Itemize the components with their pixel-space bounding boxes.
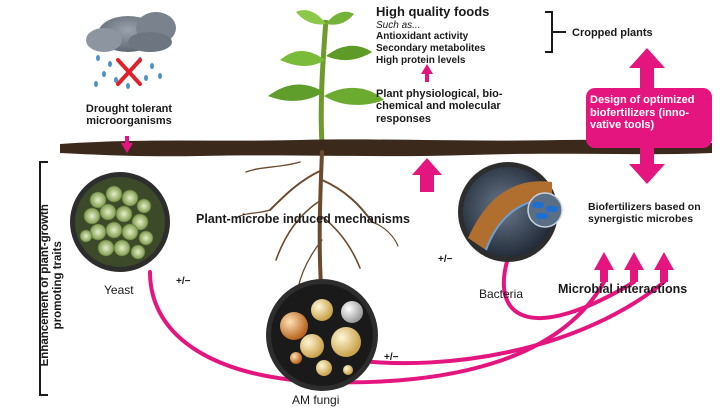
foods-title: High quality foods — [376, 5, 489, 20]
side-label: Enhancement of plant-growth promoting tr… — [39, 175, 65, 395]
storm-cloud-icon — [86, 12, 176, 89]
foods-item-3: High protein levels — [376, 55, 465, 66]
bacteria-image — [458, 162, 562, 262]
cropped-bracket — [545, 12, 566, 52]
am-fungi-label: AM fungi — [292, 394, 339, 407]
bacteria-label: Bacteria — [479, 288, 523, 301]
yeast-label: Yeast — [104, 284, 134, 297]
responses-label: Plant physiological, bio-chemical and mo… — [376, 88, 526, 125]
plant-seedling-icon — [268, 10, 384, 144]
arrow-responses-up-icon — [421, 64, 433, 82]
bacteria-plusminus: +/− — [438, 254, 452, 265]
plant-roots — [236, 152, 398, 300]
mechanisms-label: Plant-microbe induced mechanisms — [196, 212, 410, 226]
drought-label: Drought tolerant microorganisms — [70, 103, 188, 128]
foods-item-1: Antioxidant activity — [376, 31, 468, 42]
biofertilizers-label: Biofertilizers based on synergistic micr… — [588, 202, 716, 226]
interaction-curves — [150, 258, 664, 382]
cropped-plants-label: Cropped plants — [572, 27, 653, 39]
foods-item-2: Secondary metabolites — [376, 43, 485, 54]
interactions-label: Microbial interactions — [558, 282, 687, 296]
arrow-mechanisms-up-icon — [412, 158, 442, 192]
amf-plusminus: +/− — [384, 352, 398, 363]
design-biofertilizers-box: Design of optimized biofertilizers (inno… — [586, 88, 712, 148]
am-fungi-image — [266, 279, 378, 391]
yeast-plusminus: +/− — [176, 276, 190, 287]
yeast-image — [70, 172, 170, 272]
foods-subtitle: Such as... — [376, 20, 420, 31]
interaction-arrows-icon — [594, 252, 674, 282]
